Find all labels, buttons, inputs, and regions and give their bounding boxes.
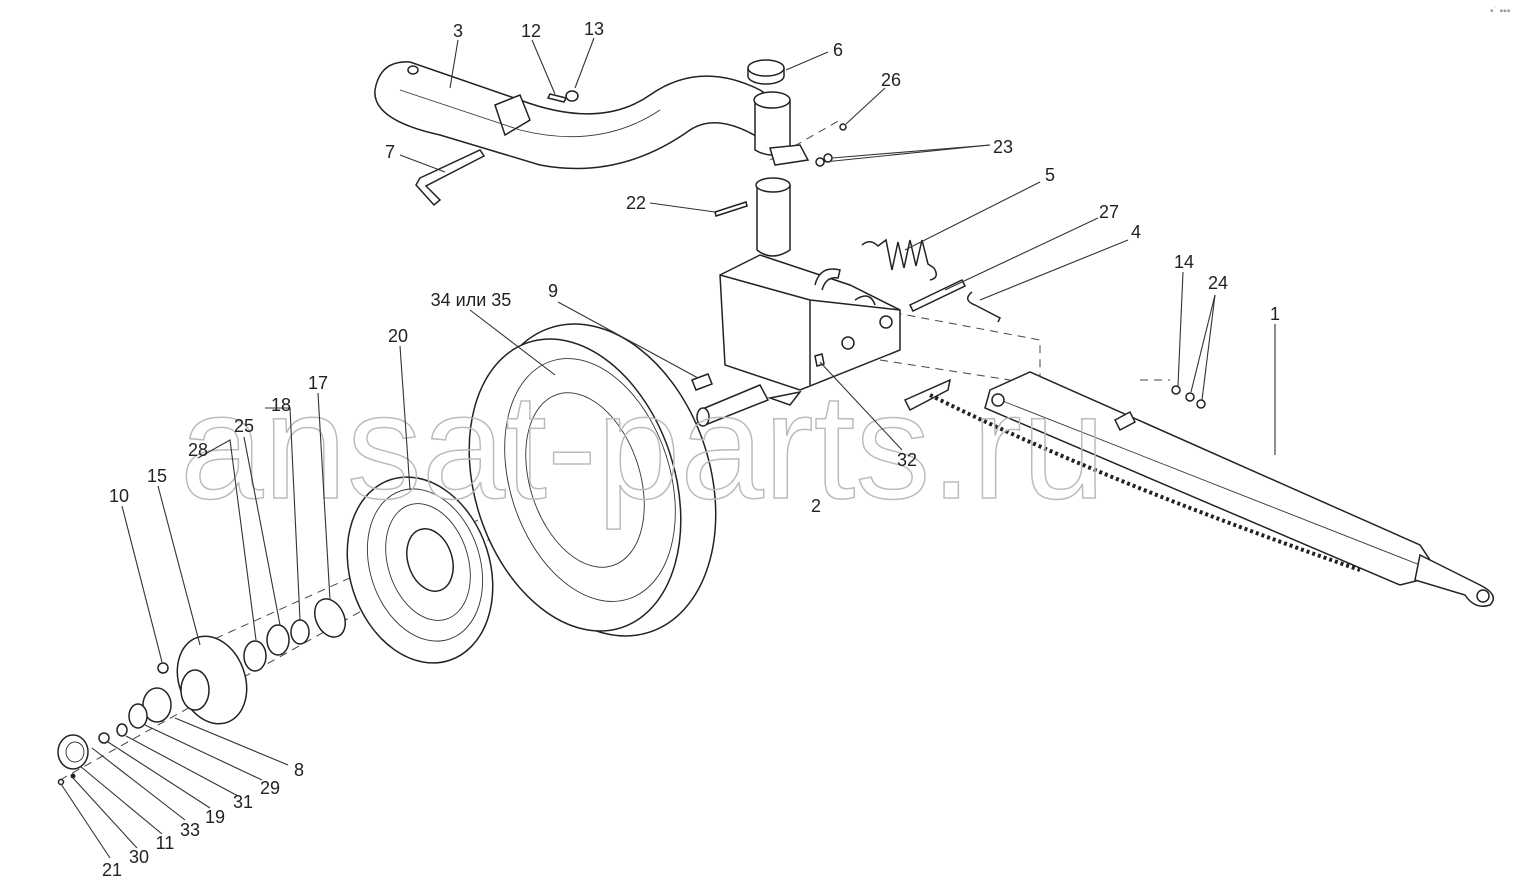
part-wheel-bracket-2 [696, 177, 901, 427]
part-nut-19 [98, 732, 110, 744]
part-rim-20 [346, 476, 494, 664]
part-drawbar-pipe [374, 61, 776, 170]
part-bearing-29 [128, 703, 148, 729]
label-8: 8 [294, 760, 304, 780]
label-14: 14 [1174, 252, 1194, 272]
label-28: 28 [188, 440, 208, 460]
part-bearing-28 [243, 640, 267, 672]
label-7: 7 [385, 142, 395, 162]
part-drawbar-1 [903, 371, 1495, 607]
part-bushing-6 [747, 59, 785, 85]
label-2: 2 [811, 496, 821, 516]
part-screw-32 [814, 353, 825, 367]
label-32: 32 [897, 450, 917, 470]
part-washer-23a [815, 157, 825, 167]
label-17: 17 [308, 373, 328, 393]
part-bolt-4 [966, 291, 1002, 323]
label-34-or-35: 34 или 35 [431, 290, 512, 310]
part-bolt-22 [714, 201, 748, 217]
label-19: 19 [205, 807, 225, 827]
part-sleeve [753, 91, 810, 166]
label-26: 26 [881, 70, 901, 90]
part-cap-11 [57, 734, 89, 770]
label-24: 24 [1208, 273, 1228, 293]
label-30: 30 [129, 847, 149, 867]
part-bolt-9 [691, 373, 713, 391]
part-seal-25 [266, 624, 290, 656]
part-screw-21 [57, 778, 65, 786]
callout-labels: 3 12 13 6 26 23 7 22 5 27 4 14 24 1 9 34… [102, 19, 1280, 880]
part-nut-26 [839, 123, 847, 131]
label-6: 6 [833, 40, 843, 60]
part-ring-13 [565, 90, 579, 102]
watermark: ansat-parts.ru [180, 362, 1105, 530]
part-hub-15 [176, 635, 248, 725]
label-22: 22 [626, 193, 646, 213]
label-12: 12 [521, 21, 541, 41]
corner-mark: •˙ ▪▪▪ [1490, 6, 1511, 17]
label-29: 29 [260, 778, 280, 798]
part-washer-30 [70, 773, 76, 779]
part-pin-12 [546, 93, 568, 103]
part-pin-7 [415, 149, 486, 207]
part-washer-17 [314, 598, 346, 638]
part-washer-24a [1185, 392, 1195, 402]
label-33: 33 [180, 820, 200, 840]
label-27: 27 [1099, 202, 1119, 222]
part-nut-14 [1171, 385, 1181, 395]
label-31: 31 [233, 792, 253, 812]
label-11: 11 [156, 833, 175, 853]
label-5: 5 [1045, 165, 1055, 185]
part-washer-31 [116, 723, 128, 737]
label-3: 3 [453, 21, 463, 41]
label-25: 25 [234, 416, 254, 436]
label-20: 20 [388, 326, 408, 346]
leader-lines [60, 37, 1276, 859]
label-13: 13 [584, 19, 604, 39]
part-washer-24b [1196, 399, 1206, 409]
part-pin-27 [908, 279, 967, 312]
label-23: 23 [993, 137, 1013, 157]
label-4: 4 [1131, 222, 1141, 242]
label-9: 9 [548, 281, 558, 301]
part-tire [468, 323, 717, 637]
label-18: 18 [271, 395, 291, 415]
label-1: 1 [1270, 304, 1280, 324]
part-seal-18 [290, 619, 310, 645]
part-nut-10 [157, 662, 169, 674]
label-15: 15 [147, 466, 167, 486]
label-21: 21 [102, 860, 122, 880]
part-gasket-8 [142, 687, 172, 723]
label-10: 10 [109, 486, 129, 506]
part-spring-5 [861, 238, 937, 281]
